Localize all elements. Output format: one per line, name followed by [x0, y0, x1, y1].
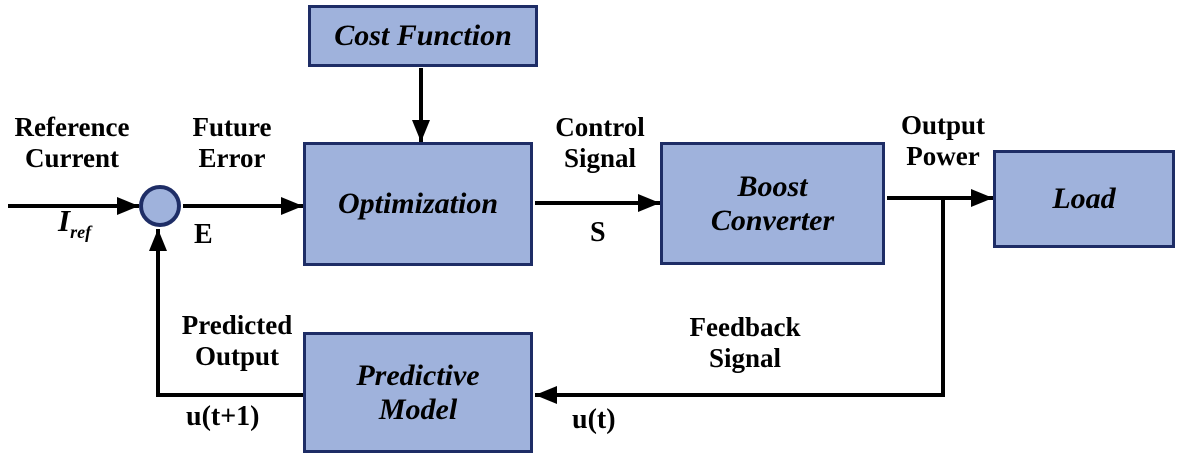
block-load: Load	[993, 150, 1175, 248]
arrow-feedback-to-predictive	[535, 198, 945, 404]
block-optimization: Optimization	[303, 142, 533, 266]
label-reference-current: Reference Current	[14, 112, 130, 173]
iref-subscript: ref	[70, 222, 92, 243]
label-predicted-output: Predicted Output	[181, 310, 293, 371]
label-output-power: Output Power	[900, 110, 986, 171]
label-future-error: Future Error	[192, 112, 272, 173]
signal-predicted-output: u(t+1)	[186, 401, 260, 432]
block-predictive-model: Predictive Model	[303, 332, 533, 453]
iref-base: I	[58, 203, 71, 238]
block-cost-function: Cost Function	[308, 5, 538, 67]
signal-error: E	[194, 219, 213, 250]
block-boost-converter: Boost Converter	[660, 142, 885, 265]
label-control-signal: Control Signal	[555, 112, 645, 173]
summing-junction	[139, 185, 181, 227]
arrow-predicted-to-sum	[149, 229, 303, 397]
signal-feedback: u(t)	[572, 404, 616, 435]
signal-control: S	[590, 217, 606, 248]
signal-iref: Iref	[58, 203, 91, 241]
label-feedback-signal: Feedback Signal	[689, 312, 801, 373]
